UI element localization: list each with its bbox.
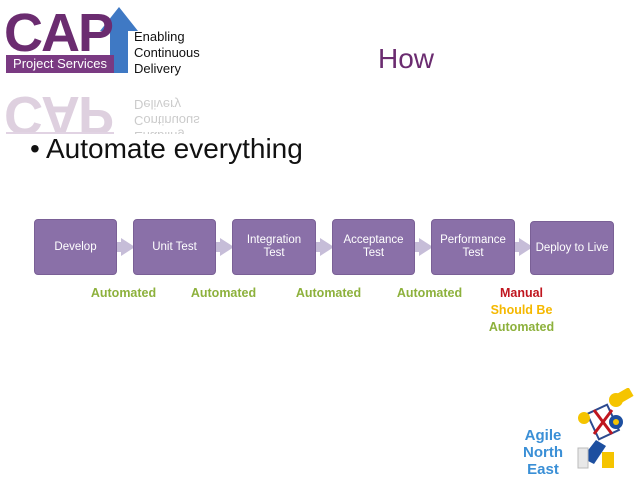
step-develop: Develop <box>34 219 117 275</box>
step-label: Performance <box>440 234 506 246</box>
flow-arrow <box>316 242 322 252</box>
step-label: Deploy to Live <box>535 241 609 254</box>
tagline-line-1: Enabling <box>134 29 185 44</box>
agile-north-east-label: Agile North East <box>516 427 570 478</box>
logo-reflection-tagline: Enabling Continuous Delivery <box>134 96 200 134</box>
flow-arrow <box>117 242 123 252</box>
status-automated: Automated <box>396 286 463 300</box>
status-manual: Manual Should Be Automated <box>474 285 569 336</box>
tagline-line-3: Delivery <box>134 61 181 76</box>
slide-title: How <box>378 43 435 74</box>
tagline-line-2: Continuous <box>134 45 200 60</box>
flow-arrow-head <box>320 238 334 256</box>
status-manual-label: Manual <box>499 286 544 300</box>
logo-reflection: CAP Project Services Enabling Continuous… <box>0 76 210 134</box>
status-automated-label: Automated <box>488 320 555 334</box>
step-acceptance-test: Acceptance Test <box>332 219 415 275</box>
status-should-be-label: Should Be <box>490 303 553 317</box>
bullet-text: Automate everything <box>46 133 303 164</box>
step-label: Integration <box>246 234 302 246</box>
logo-brand: CAP <box>4 3 114 63</box>
step-label: Unit Test <box>152 240 197 253</box>
step-label: Develop <box>54 240 97 253</box>
flow-arrow-head <box>121 238 135 256</box>
step-label: Acceptance <box>343 234 404 246</box>
step-deploy-to-live: Deploy to Live <box>530 221 614 275</box>
step-label-line-2: Test <box>362 247 385 259</box>
agile-line-1: Agile <box>524 427 562 444</box>
flow-arrow-head <box>519 238 533 256</box>
step-label-line-2: Test <box>263 247 285 259</box>
flow-arrow-head <box>220 238 234 256</box>
flow-arrow <box>415 242 421 252</box>
step-integration-test: Integration Test <box>232 219 316 275</box>
logo-band: Project Services <box>6 55 114 73</box>
cap-logo: CAP Project Services Enabling Continuous… <box>0 0 210 80</box>
up-arrow-icon <box>100 7 138 73</box>
logo-reflection-brand: CAP <box>4 85 113 134</box>
agile-line-3: East <box>527 461 559 478</box>
status-automated: Automated <box>295 286 362 300</box>
mascot-icon <box>577 388 634 469</box>
flow-arrow <box>515 242 521 252</box>
status-automated: Automated <box>190 286 257 300</box>
bullet-dot: • <box>30 133 40 164</box>
reflection-line-2: Continuous <box>134 113 200 128</box>
agile-line-2: North <box>523 444 563 461</box>
bullet-item: •Automate everything <box>30 133 303 165</box>
step-label-line-2: Test <box>462 247 484 259</box>
step-unit-test: Unit Test <box>133 219 216 275</box>
step-performance-test: Performance Test <box>431 219 515 275</box>
status-automated: Automated <box>90 286 157 300</box>
flow-arrow <box>216 242 222 252</box>
reflection-line-3: Delivery <box>134 97 181 112</box>
logo-tagline: Enabling Continuous Delivery <box>134 29 200 77</box>
flow-arrow-head <box>419 238 433 256</box>
